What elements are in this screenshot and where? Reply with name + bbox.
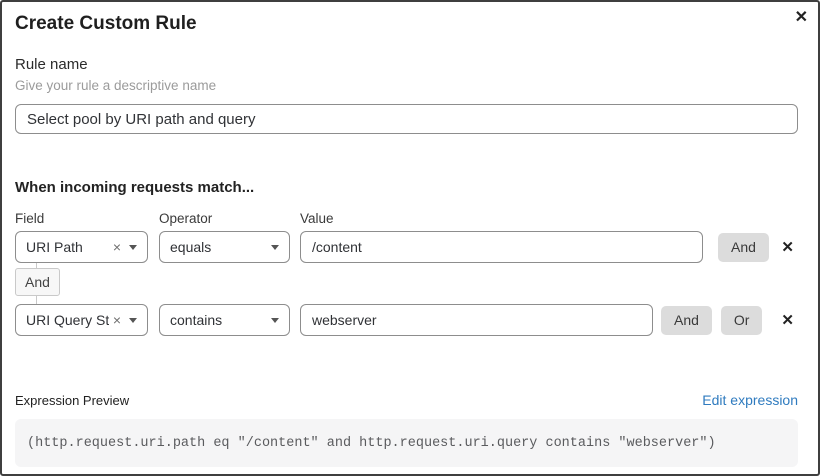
field-select-value: URI Path: [26, 239, 83, 255]
dialog-title: Create Custom Rule: [15, 13, 197, 34]
expression-code-block: (http.request.uri.path eq "/content" and…: [15, 419, 798, 467]
add-and-condition-button[interactable]: And: [661, 305, 712, 335]
connector-line: [36, 263, 37, 268]
rule-name-input[interactable]: [15, 104, 798, 134]
chevron-down-icon: [129, 317, 137, 323]
operator-select[interactable]: contains: [159, 304, 290, 336]
expression-text: (http.request.uri.path eq "/content" and…: [27, 435, 716, 451]
chevron-down-icon: [271, 317, 279, 323]
field-column-label: Field: [15, 211, 45, 226]
edit-expression-link[interactable]: Edit expression: [702, 392, 798, 408]
field-select[interactable]: URI Path ×: [15, 231, 148, 263]
condition-row: URI Query St... × contains And Or ✕: [15, 304, 798, 336]
operator-select-value: equals: [170, 239, 212, 255]
expression-preview-header: Expression Preview Edit expression: [15, 392, 798, 409]
rule-name-section: Rule name Give your rule a descriptive n…: [15, 56, 798, 134]
remove-condition-icon[interactable]: ✕: [781, 239, 794, 256]
column-labels: Field Operator Value: [15, 211, 798, 227]
rule-name-helper: Give your rule a descriptive name: [15, 78, 217, 93]
operator-column-label: Operator: [159, 211, 213, 226]
clear-field-icon[interactable]: ×: [112, 312, 121, 328]
operator-select-value: contains: [170, 312, 223, 328]
chevron-down-icon: [271, 244, 279, 250]
value-input[interactable]: [300, 231, 703, 263]
add-and-condition-button[interactable]: And: [718, 232, 769, 262]
close-icon[interactable]: ✕: [794, 9, 808, 26]
condition-connector: And: [15, 263, 75, 304]
clear-field-icon[interactable]: ×: [112, 239, 121, 255]
field-select-value: URI Query St...: [26, 312, 109, 328]
value-input[interactable]: [300, 304, 653, 336]
rule-name-label: Rule name: [15, 56, 88, 73]
connector-and-badge: And: [15, 268, 60, 296]
operator-select[interactable]: equals: [159, 231, 290, 263]
value-column-label: Value: [300, 211, 334, 226]
remove-condition-icon[interactable]: ✕: [781, 312, 794, 329]
expression-preview-label: Expression Preview: [15, 393, 130, 408]
connector-line: [36, 296, 37, 304]
field-select[interactable]: URI Query St... ×: [15, 304, 148, 336]
add-or-condition-button[interactable]: Or: [720, 305, 763, 335]
match-heading: When incoming requests match...: [15, 179, 255, 196]
condition-row: URI Path × equals And ✕: [15, 231, 798, 263]
chevron-down-icon: [129, 244, 137, 250]
